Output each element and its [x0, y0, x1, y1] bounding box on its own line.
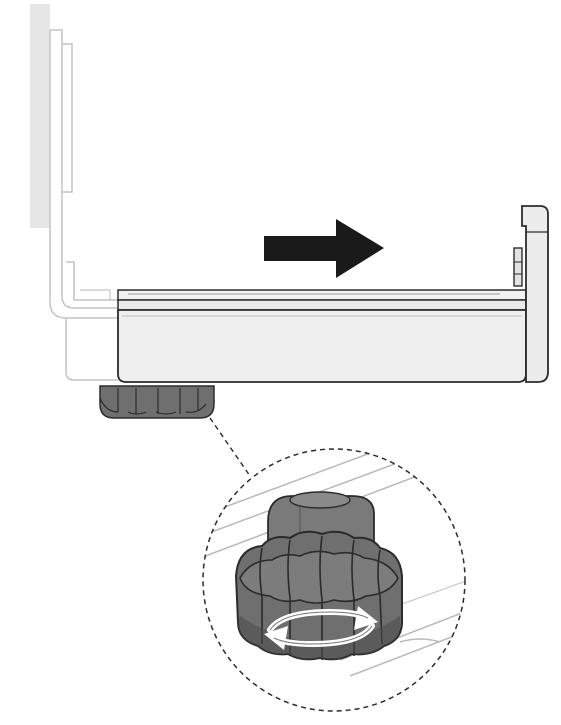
- detail-leader-line: [209, 417, 251, 477]
- slide-base: [117, 289, 527, 383]
- end-bracket: [513, 205, 549, 383]
- rotate-icon: [264, 606, 378, 650]
- locking-knob: [99, 385, 215, 419]
- left-wall-panel: [30, 4, 118, 381]
- detail-zoom-view: [202, 448, 466, 712]
- arrow-right-icon: [264, 219, 384, 278]
